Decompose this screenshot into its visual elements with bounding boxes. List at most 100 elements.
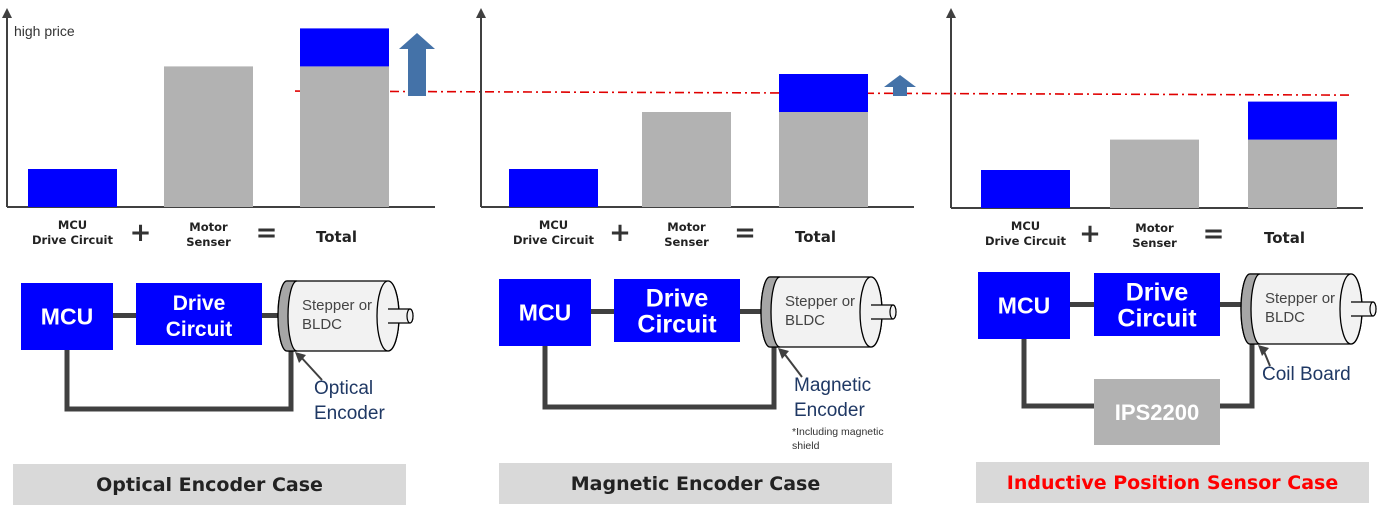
encoder-pointer-line (782, 351, 803, 378)
category-label: MCU (1011, 219, 1040, 233)
mcu-block (978, 272, 1070, 339)
total-label: Total (795, 228, 836, 246)
sensor-label: Magnetic (794, 375, 871, 396)
plus-sign: + (130, 218, 152, 248)
encoder-disc-icon (1240, 273, 1261, 345)
category-label: MCU (539, 218, 568, 232)
mcu-label: MCU (41, 304, 93, 330)
bar-motor-sensor (164, 66, 253, 208)
encoder-pointer-arrow-icon (1258, 345, 1269, 356)
bar-mcu-drive (28, 169, 117, 207)
drive-circuit-label: Circuit (1117, 305, 1197, 333)
bar-total-motor-sensor (1248, 139, 1337, 208)
category-label: MCU (58, 218, 87, 232)
bar-total-motor-sensor (300, 66, 389, 208)
cost-increase-arrow-icon (884, 75, 916, 96)
motor-label: Stepper or (302, 297, 372, 314)
feedback-wire (64, 349, 294, 412)
footnote: shield (792, 440, 820, 452)
total-label: Total (1264, 229, 1305, 247)
bar-mcu-drive (981, 170, 1070, 208)
y-axis-arrow-icon (2, 8, 12, 18)
ips2200-block (1094, 379, 1220, 445)
category-label: Motor (189, 220, 228, 234)
motor-icon (760, 276, 897, 348)
drive-circuit-block (1094, 273, 1220, 336)
sensor-label: Encoder (314, 403, 385, 424)
motor-label: Stepper or (785, 293, 855, 310)
drive-circuit-label: Circuit (637, 311, 717, 339)
category-label: Motor (1135, 221, 1174, 235)
drive-circuit-label: Drive (173, 292, 226, 315)
category-label: Drive Circuit (513, 233, 594, 247)
case-title: Inductive Position Sensor Case (1007, 472, 1338, 494)
ips2200-label: IPS2200 (1115, 400, 1199, 425)
footnote: *Including magnetic (792, 426, 884, 438)
encoder-pointer-line (299, 355, 323, 381)
equals-sign: = (734, 218, 756, 248)
y-axis-label: high price (14, 23, 75, 39)
bar-total-mcu-drive (779, 74, 868, 112)
shaft-end (1369, 301, 1377, 317)
case-title: Optical Encoder Case (96, 474, 323, 496)
category-label: Drive Circuit (32, 233, 113, 247)
drive-circuit-block (136, 283, 262, 345)
bar-motor-sensor (642, 112, 731, 207)
motor-label: Stepper or (1265, 290, 1335, 307)
feedback-wire-to-ic (1021, 339, 1094, 409)
motor-icon (277, 280, 414, 352)
mcu-block (499, 279, 591, 346)
drive-circuit-label: Circuit (166, 318, 233, 341)
sensor-label: Optical (314, 378, 373, 399)
total-label: Total (316, 228, 357, 246)
feedback-wire-from-ic (1220, 342, 1255, 409)
sensor-label: Encoder (794, 400, 865, 421)
feedback-wire (542, 345, 777, 410)
y-axis-arrow-icon (946, 8, 956, 18)
category-label: Motor (667, 220, 706, 234)
case-title: Magnetic Encoder Case (571, 473, 820, 495)
category-label: Senser (664, 235, 709, 249)
encoder-disc-icon (277, 280, 298, 352)
category-label: Drive Circuit (985, 234, 1066, 248)
encoder-pointer-arrow-icon (778, 348, 789, 359)
mcu-label: MCU (998, 293, 1050, 319)
drive-circuit-label: Drive (646, 285, 709, 313)
case-title-band (13, 464, 406, 505)
motor-label: BLDC (785, 312, 825, 329)
sensor-label: Coil Board (1262, 364, 1351, 385)
category-label: Senser (1132, 236, 1177, 250)
motor-icon (1240, 273, 1377, 345)
bar-motor-sensor (1110, 139, 1199, 208)
y-axis-arrow-icon (476, 8, 486, 18)
shaft-end (406, 308, 414, 324)
drive-circuit-block (614, 279, 740, 342)
motor-label: BLDC (302, 316, 342, 333)
mcu-block (21, 283, 113, 350)
encoder-pointer-arrow-icon (295, 352, 306, 363)
encoder-disc-icon (760, 276, 781, 348)
plus-sign: + (609, 218, 631, 248)
case-title-band (499, 463, 892, 504)
case-title-band (976, 462, 1369, 503)
bar-total-mcu-drive (1248, 101, 1337, 140)
bar-mcu-drive (509, 169, 598, 207)
mcu-label: MCU (519, 300, 571, 326)
bar-total-motor-sensor (779, 112, 868, 207)
shaft-end (889, 304, 897, 320)
plus-sign: + (1079, 219, 1101, 249)
motor-label: BLDC (1265, 309, 1305, 326)
equals-sign: = (1203, 219, 1225, 249)
category-label: Senser (186, 235, 231, 249)
cost-increase-arrow-icon (399, 33, 435, 96)
equals-sign: = (256, 218, 278, 248)
